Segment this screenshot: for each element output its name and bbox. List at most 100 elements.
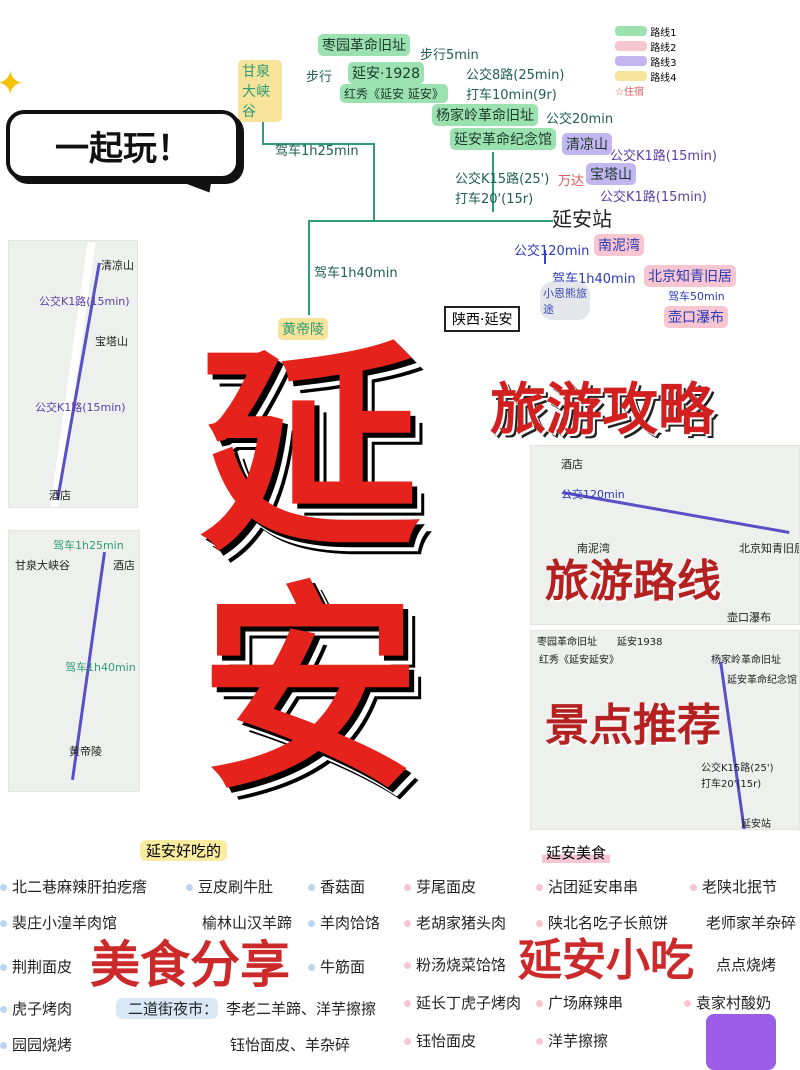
edge-walk: 步行 — [306, 70, 333, 85]
edge-busK1a: 公交K1路(15min) — [610, 149, 717, 164]
food-item: 老陕北抿节 — [690, 876, 777, 897]
food-overlay-title: 延安小吃 — [518, 935, 694, 986]
map-label: 酒店 — [113, 559, 135, 572]
food-overlay-title: 美食分享 — [90, 936, 290, 994]
food-item: 北二巷麻辣肝拍疙瘩 — [0, 876, 147, 897]
node-nanniwan: 南泥湾 — [594, 234, 644, 256]
legend-item: 路线3 — [650, 58, 677, 69]
node-huangdi: 黄帝陵 — [278, 318, 328, 340]
map-label: 公交K1路(15min) — [35, 401, 126, 414]
stamp-label: 陕西·延安 — [444, 306, 521, 332]
subtitle: 旅游攻略 — [490, 378, 714, 443]
map-left-top: 清凉山 公交K1路(15min) 宝塔山 公交K1路(15min) 酒店 — [8, 240, 138, 508]
sparkle-icon: ✦ — [0, 64, 25, 104]
sticker-image — [706, 1014, 776, 1070]
edge-busK1b: 公交K1路(15min) — [600, 190, 707, 205]
food-item: 广场麻辣串 — [536, 992, 623, 1013]
node-hongxiu: 红秀《延安 延安》 — [340, 84, 448, 103]
edge-bus120: 公交120min — [514, 244, 590, 259]
night-item: 钰怡面皮、羊杂碎 — [230, 1036, 351, 1054]
food-item: 牛筋面 — [308, 956, 365, 977]
edge-busK15: 公交K15路(25') — [455, 172, 550, 187]
night-item: 李老二羊蹄、洋芋擦擦 — [226, 1000, 377, 1018]
food-item: 钰怡面皮 — [404, 1030, 476, 1051]
map-label: 壶口瀑布 — [727, 611, 771, 624]
edge-drive1h25: 驾车1h25min — [275, 144, 359, 159]
map-label: 枣园革命旧址 — [537, 637, 597, 648]
food-item: 沾团延安串串 — [536, 876, 638, 897]
map-label: 公交120min — [561, 488, 625, 501]
food-item: 豆皮刷牛肚 — [186, 876, 273, 897]
food-item: 羊肉饸饹 — [308, 912, 380, 933]
edge-drive50: 驾车50min — [668, 290, 725, 303]
map-label: 清凉山 — [101, 259, 134, 272]
food-item: 裴庄小湟羊肉馆 — [0, 912, 117, 933]
map-label: 公交K1路(15min) — [39, 295, 130, 308]
food-item: 榆林山汉羊蹄 — [202, 914, 293, 932]
edge-wanda: 万达 — [558, 174, 585, 189]
map-label: 驾车1h25min — [53, 539, 124, 552]
map-label: 杨家岭革命旧址 — [711, 655, 781, 666]
edge-bus8: 公交8路(25min) — [466, 68, 565, 83]
badge-logo: 小恩熊旅途 — [540, 282, 590, 320]
food-item: 芽尾面皮 — [404, 876, 476, 897]
map-right-bottom: 枣园革命旧址 延安1938 红秀《延安延安》 杨家岭革命旧址 延安革命纪念馆 公… — [530, 630, 800, 830]
legend-item: 路线4 — [650, 73, 677, 84]
edge-walk5: 步行5min — [420, 48, 479, 63]
title-char-yan: 延 — [200, 320, 421, 579]
food-item: 老胡家猪头肉 — [404, 912, 506, 933]
map-label: 公交K15路(25') — [701, 763, 774, 774]
food-item: 袁家村酸奶 — [684, 992, 771, 1013]
food-item: 点点烧烤 — [716, 956, 777, 974]
map-label: 打车20'(15r) — [701, 779, 762, 790]
edge-drive1h40: 驾车1h40min — [314, 266, 398, 281]
map-label: 延安革命纪念馆 — [727, 675, 797, 686]
food-heading: 延安好吃的 — [140, 840, 228, 861]
map-label: 酒店 — [49, 489, 71, 502]
map-label: 北京知青旧居 — [739, 542, 800, 555]
speech-bubble: 一起玩！ — [6, 110, 240, 180]
map-label: 宝塔山 — [95, 335, 128, 348]
food-item: 园园烧烤 — [0, 1034, 72, 1055]
map-label: 延安1938 — [617, 637, 663, 648]
node-qingliang: 清凉山 — [562, 133, 612, 155]
node-yangjialing: 杨家岭革命旧址 — [432, 104, 538, 126]
food-item: 洋芋擦擦 — [536, 1030, 608, 1051]
map-right-top: 酒店 公交120min 南泥湾 北京知青旧居 壶口瀑布 旅游路线 — [530, 445, 800, 625]
map-label: 酒店 — [561, 458, 583, 471]
food-item: 延长丁虎子烤肉 — [404, 992, 521, 1013]
food-item: 陕北名吃子长煎饼 — [536, 912, 668, 933]
node-zaoyuan: 枣园革命旧址 — [318, 34, 410, 56]
map-overlay-title: 旅游路线 — [545, 556, 721, 607]
edge-bus20: 公交20min — [546, 112, 614, 127]
node-hukou: 壶口瀑布 — [664, 306, 728, 328]
edge-taxi20: 打车20'(15r) — [455, 192, 534, 207]
legend-item: 路线1 — [650, 28, 677, 39]
food-item: 老师家羊杂碎 — [706, 914, 797, 932]
node-memorial: 延安革命纪念馆 — [450, 128, 556, 150]
map-label: 南泥湾 — [577, 542, 610, 555]
night-market: 二道街夜市： — [116, 998, 219, 1019]
node-yanan1938: 延安·1928 — [348, 62, 425, 84]
food-item: 香菇面 — [308, 876, 365, 897]
food-item: 虎子烤肉 — [0, 998, 72, 1019]
food-item: 荆荆面皮 — [0, 956, 72, 977]
map-label: 红秀《延安延安》 — [539, 655, 619, 666]
food-item: 粉汤烧菜饸饹 — [404, 954, 506, 975]
node-station: 延安站 — [552, 207, 612, 231]
legend: 路线1 路线2 路线3 路线4 ☆住宿 — [615, 26, 677, 100]
map-overlay-title: 景点推荐 — [545, 700, 721, 751]
legend-item: 路线2 — [650, 43, 677, 54]
food-heading: 延安美食 — [542, 842, 611, 863]
node-zhiqing: 北京知青旧居 — [644, 265, 736, 287]
map-label: 甘泉大峡谷 — [15, 559, 70, 572]
map-left-bottom: 驾车1h25min 甘泉大峡谷 酒店 驾车1h40min 黄帝陵 — [8, 530, 140, 792]
node-baota: 宝塔山 — [586, 163, 636, 185]
legend-hotel: ☆住宿 — [615, 87, 644, 98]
edge-taxi10: 打车10min(9r) — [466, 88, 557, 103]
title-char-an: 安 — [200, 560, 421, 819]
map-label: 黄帝陵 — [69, 745, 102, 758]
map-label: 驾车1h40min — [65, 661, 136, 674]
bubble-text: 一起玩！ — [55, 128, 191, 169]
map-label: 延安站 — [741, 819, 771, 830]
